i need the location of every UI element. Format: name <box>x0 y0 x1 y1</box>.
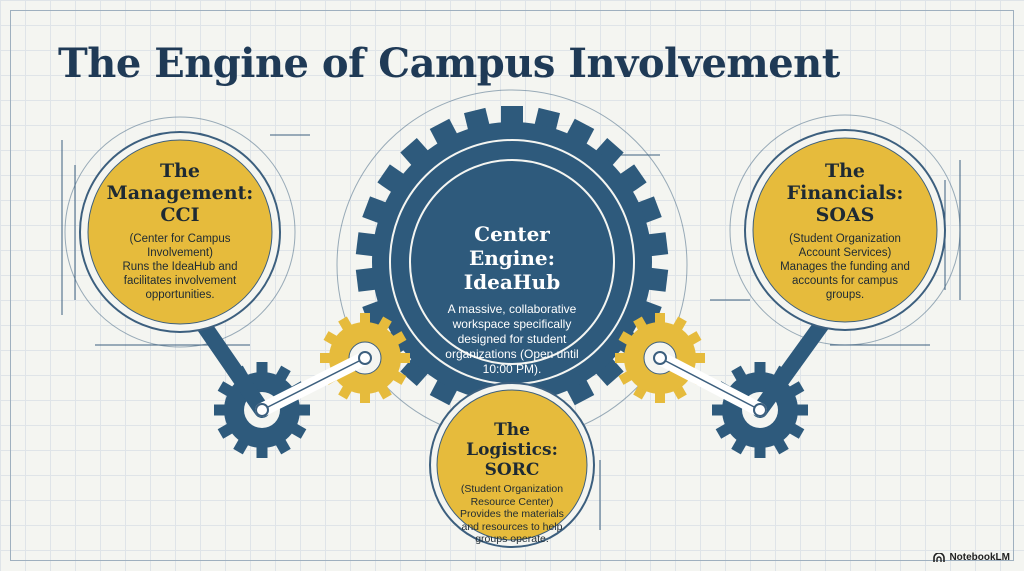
financials-description: Manages the funding and accounts for cam… <box>780 261 910 301</box>
gear-tooth <box>360 313 370 326</box>
financials-title-1: The <box>824 160 866 182</box>
node-center-engine: Center Engine: IdeaHub A massive, collab… <box>432 222 592 377</box>
pivot-pin <box>753 403 767 417</box>
brand-label: NotebookLM <box>949 552 1010 563</box>
brand-watermark: NotebookLM <box>933 552 1010 563</box>
financials-circle <box>752 137 938 323</box>
gear-tooth <box>360 390 370 403</box>
node-financials: The Financials: SOAS (Student Organizati… <box>765 160 925 302</box>
piston-rod-left <box>192 312 270 418</box>
financials-title-2: Financials: <box>786 182 904 204</box>
gear-tooth <box>617 164 647 194</box>
management-title-3: CCI <box>160 204 200 226</box>
center-hub <box>409 159 615 365</box>
financials-title-3: SOAS <box>815 204 875 226</box>
crank-arm-left-outline <box>261 357 366 411</box>
logistics-circle <box>436 389 588 541</box>
center-title-1: Center Engine: <box>468 222 555 270</box>
page-title: The Engine of Campus Involvement <box>58 40 840 87</box>
management-description: Runs the IdeaHub and facilitates involve… <box>122 261 238 301</box>
gear-tooth <box>593 137 624 168</box>
gear-tooth <box>655 313 665 326</box>
pivot-pin <box>653 351 667 365</box>
blueprint-frame <box>10 10 1014 561</box>
gear-tooth <box>655 390 665 403</box>
node-management: The Management: CCI (Center for Campus I… <box>100 160 260 302</box>
gear-tooth <box>377 164 407 194</box>
pivot-pin <box>358 351 372 365</box>
gear-tooth <box>501 106 523 126</box>
node-logistics: The Logistics: SORC (Student Organizatio… <box>447 420 577 546</box>
logistics-description: Provides the materials and resources to … <box>460 508 564 545</box>
management-circle <box>87 139 273 325</box>
gear-tooth <box>256 444 268 458</box>
gear-tooth <box>593 356 624 387</box>
gear-tooth <box>754 444 766 458</box>
piston-rod-right <box>752 312 833 418</box>
logistics-subtitle: (Student Organization Resource Center) <box>460 483 564 508</box>
guide-arc <box>64 116 296 348</box>
logistics-title-1: The Logistics: <box>466 420 558 460</box>
center-description: A massive, collaborative workspace speci… <box>445 302 579 376</box>
crank-arm-right-outline <box>659 357 761 411</box>
management-title-1: The <box>159 160 201 182</box>
gear-tooth <box>754 362 766 376</box>
management-title-2: Management: <box>106 182 254 204</box>
gear-tooth <box>256 362 268 376</box>
logistics-title-2: SORC <box>484 460 540 480</box>
center-title-2: IdeaHub <box>463 270 561 294</box>
notebooklm-logo-icon <box>933 552 946 562</box>
gear-tooth <box>400 356 431 387</box>
financials-subtitle: (Student Organization Account Services) <box>789 233 901 259</box>
pivot-pin <box>255 403 269 417</box>
gear-tooth <box>400 137 431 168</box>
management-subtitle: (Center for Campus Involvement) <box>129 233 231 259</box>
